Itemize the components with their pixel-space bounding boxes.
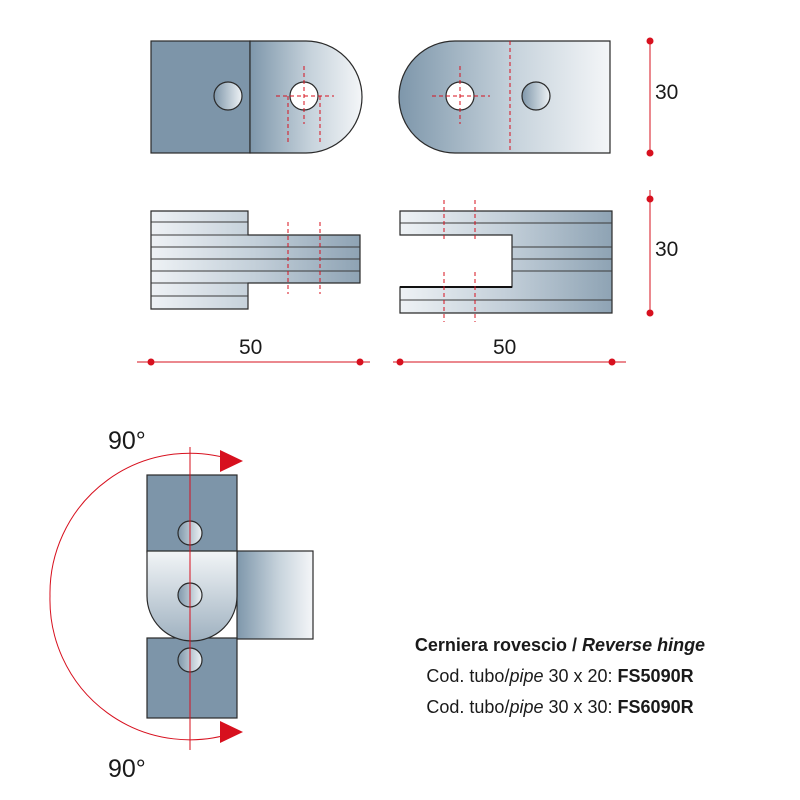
top-right-view — [398, 40, 611, 154]
top-left-view — [150, 40, 363, 154]
row1-size: 30 x 20: — [543, 666, 618, 686]
row2-prefix: Cod. tubo/ — [426, 697, 510, 717]
rotation-arrow-top — [220, 450, 243, 472]
top-left-centerlines — [276, 66, 334, 144]
top-left-hole-1 — [213, 81, 243, 111]
caption-row-1: Cod. tubo/pipe 30 x 20: FS5090R — [380, 661, 740, 692]
caption-title: Cerniera rovescio / Reverse hinge — [380, 630, 740, 661]
width-left-label: 50 — [239, 336, 262, 359]
row2-size: 30 x 30: — [543, 697, 618, 717]
top-right-body — [398, 40, 611, 154]
height-top-label: 30 — [655, 81, 678, 104]
caption-row-2: Cod. tubo/pipe 30 x 30: FS6090R — [380, 692, 740, 723]
bottom-left-view — [150, 210, 361, 310]
product-caption: Cerniera rovescio / Reverse hinge Cod. t… — [380, 630, 740, 723]
bottom-right-layers — [400, 222, 612, 301]
caption-title-en: Reverse hinge — [582, 635, 706, 655]
dimension-height-bottom: 30 — [646, 190, 678, 317]
bottom-left-body — [150, 210, 361, 310]
row2-pipe: pipe — [509, 697, 544, 717]
row1-code: FS5090R — [617, 666, 694, 686]
dimension-height-top: 30 — [646, 37, 678, 157]
caption-title-it: Cerniera rovescio / — [414, 635, 577, 655]
top-right-centerlines — [432, 41, 511, 153]
angle-top-label: 90° — [108, 427, 146, 455]
dimension-width-right: 50 — [393, 336, 626, 366]
angle-bottom-label: 90° — [108, 755, 146, 783]
width-right-label: 50 — [493, 336, 516, 359]
bottom-right-body — [399, 210, 613, 314]
rotation-arrow-bottom — [220, 721, 243, 743]
bottom-right-view — [399, 200, 613, 322]
rotation-side-plate — [236, 550, 314, 640]
rotation-arc-bottom — [49, 595, 237, 741]
bottom-right-centerlines — [443, 200, 476, 322]
top-right-hole-2 — [521, 81, 551, 111]
row1-pipe: pipe — [509, 666, 544, 686]
dimension-width-left: 50 — [137, 336, 370, 366]
row2-code: FS6090R — [617, 697, 694, 717]
bottom-left-layers — [151, 221, 360, 297]
rotation-view: 90° 90° — [49, 427, 314, 783]
bottom-left-centerlines — [287, 222, 321, 294]
row1-prefix: Cod. tubo/ — [426, 666, 510, 686]
height-bottom-label: 30 — [655, 238, 678, 261]
